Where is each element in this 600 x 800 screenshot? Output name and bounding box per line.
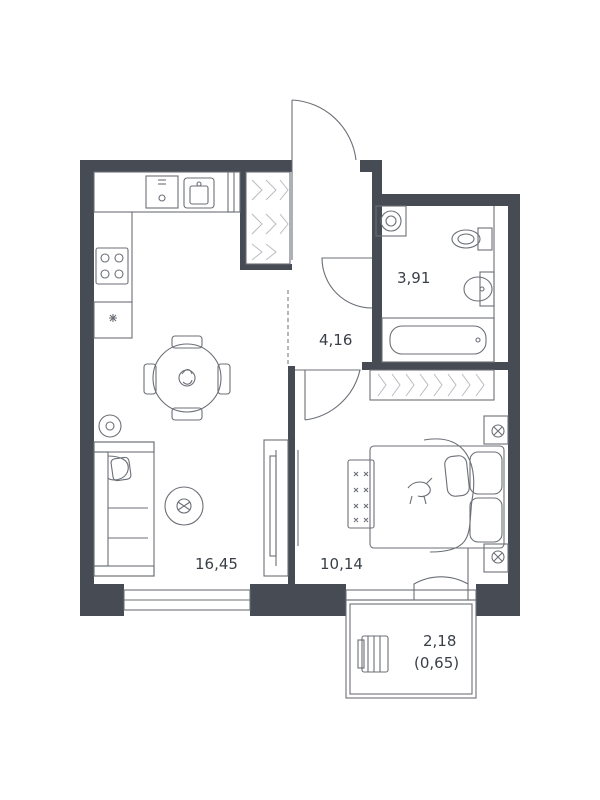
bathroom-wall-top	[382, 194, 520, 206]
entrance-door-swing	[291, 99, 357, 161]
bathroom-door-swing	[321, 257, 373, 309]
living-area	[93, 414, 289, 577]
corridor-wardrobe	[245, 171, 291, 265]
bed	[347, 438, 505, 553]
dining-chair	[217, 363, 231, 395]
area-labels: 16,45 4,16 3,91 10,14 2,18 (0,65)	[195, 269, 459, 672]
bathtub	[381, 317, 495, 363]
nightstand-top	[483, 415, 509, 445]
bedroom-wardrobe	[369, 369, 495, 401]
dining-chair	[171, 407, 203, 421]
dining-table	[143, 335, 231, 421]
bedroom-door-swing	[295, 369, 361, 421]
dining-chair	[143, 363, 157, 395]
kitchen-hob	[95, 247, 129, 285]
balcony-reduced-area-label: (0,65)	[414, 654, 459, 672]
niche-wall-bottom	[240, 264, 292, 270]
balcony-chair	[357, 635, 389, 673]
bathroom-fixtures	[375, 205, 495, 363]
nightstand-bottom	[483, 543, 509, 573]
outer-wall-top-left	[80, 160, 292, 172]
kitchen-dishwasher	[145, 175, 179, 209]
windows	[123, 589, 477, 611]
kitchen-living-area-label: 16,45	[195, 555, 238, 573]
bedroom-furniture	[297, 369, 509, 573]
balcony-area-label: 2,18	[423, 632, 456, 650]
balcony	[345, 548, 477, 699]
washbasin	[463, 271, 495, 307]
balcony-door-swing	[413, 576, 469, 600]
balcony-outline	[345, 599, 477, 699]
bedroom-area-label: 10,14	[320, 555, 363, 573]
kitchen-counter	[93, 171, 241, 339]
niche-wall-left	[240, 172, 246, 270]
bathroom-area-label: 3,91	[397, 269, 430, 287]
partition-living-bedroom	[288, 366, 295, 586]
sofa	[93, 441, 155, 577]
floor-lamp	[98, 414, 122, 438]
corridor-area-label: 4,16	[319, 331, 352, 349]
outer-wall-right	[508, 194, 520, 614]
washing-machine	[375, 205, 407, 237]
corridor-doors	[287, 257, 373, 421]
outer-wall-bottom-right	[476, 584, 520, 616]
walls	[80, 160, 520, 616]
balcony-inner	[349, 603, 473, 695]
toilet	[451, 227, 493, 251]
outer-wall-left	[80, 160, 94, 615]
outer-wall-bottom-left	[80, 584, 124, 616]
entrance-door	[291, 99, 357, 260]
coffee-table	[164, 486, 204, 526]
window-bedroom	[345, 589, 477, 601]
tv-unit	[263, 439, 289, 577]
bathroom-wall-left	[372, 160, 382, 366]
bathroom-wall-bottom	[362, 362, 508, 370]
outer-wall-bottom-middle	[250, 584, 346, 616]
kitchen-sink	[183, 177, 215, 209]
dining-chair	[171, 335, 203, 349]
